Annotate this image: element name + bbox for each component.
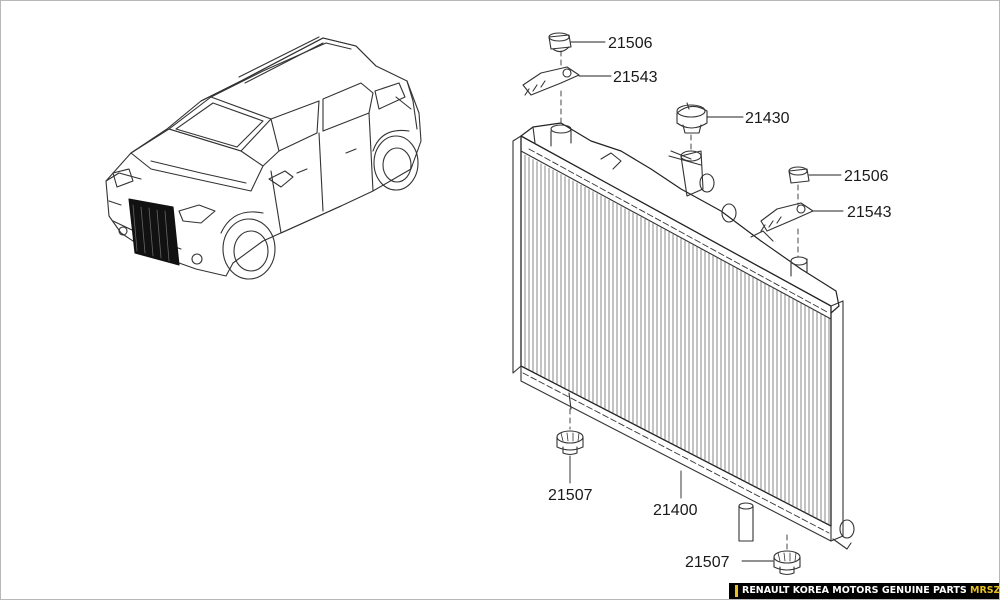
part-label-21507-bottom[interactable]: 21507 <box>685 554 730 571</box>
leader-lines <box>569 41 844 562</box>
part-label-21400[interactable]: 21400 <box>653 502 698 519</box>
part-label-21543-right[interactable]: 21543 <box>847 204 892 221</box>
part-label-21506-right[interactable]: 21506 <box>844 168 889 185</box>
upper-bracket-21543 <box>522 66 580 96</box>
footer-banner: RENAULT KOREA MOTORS GENUINE PARTS MRSZO… <box>729 583 999 599</box>
lower-mount-21507-left <box>556 430 584 456</box>
radiator-assembly <box>512 122 855 550</box>
footer-text: RENAULT KOREA MOTORS GENUINE PARTS <box>742 585 967 596</box>
footer-brand: MRSZONE <box>970 585 1000 596</box>
part-label-21507-left[interactable]: 21507 <box>548 487 593 504</box>
part-label-21430[interactable]: 21430 <box>745 110 790 127</box>
upper-mount-cap-21506-right <box>788 166 810 184</box>
vehicle-illustration <box>105 36 422 280</box>
part-label-21543-top[interactable]: 21543 <box>613 69 658 86</box>
upper-mount-cap-21506 <box>548 32 572 53</box>
footer-accent-mark <box>735 584 738 597</box>
upper-bracket-21543-right <box>760 202 814 232</box>
lower-mount-21507-bottom <box>773 550 801 576</box>
radiator-core-fins <box>524 154 830 526</box>
filler-cap-21430 <box>676 102 708 134</box>
alignment-lines <box>560 50 799 552</box>
part-label-21506-top[interactable]: 21506 <box>608 35 653 52</box>
